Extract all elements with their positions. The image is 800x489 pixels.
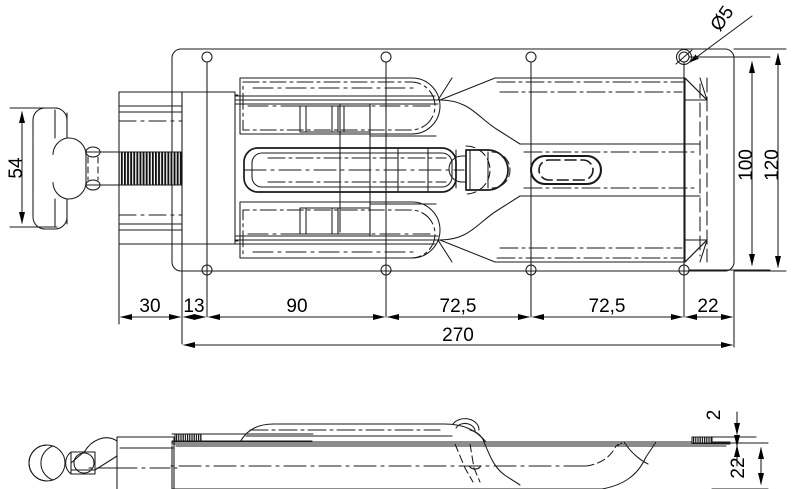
dim-label-2: 2 [704,410,725,421]
dim-label-120: 120 [762,149,783,181]
side-elevation [28,411,769,489]
extension-lines [118,61,735,348]
cross-pin [85,146,120,191]
dimension-100 [688,56,771,271]
dim-label-22-depth: 22 [728,457,749,478]
plate-outline [171,48,735,272]
dim-label-54: 54 [6,157,27,179]
latch-arm-assembly [234,77,708,263]
threaded-shaft [95,151,183,186]
dimension-120 [733,48,787,272]
dim-label-100: 100 [736,149,757,181]
dim-label-13: 13 [183,296,204,317]
dim-label-22-plate: 22 [697,296,718,317]
dimension-54 [9,107,58,228]
t-handle [32,107,87,230]
dim-label-72-5-a: 72,5 [440,296,477,317]
dim-label-270: 270 [442,325,474,346]
dim-label-30: 30 [139,296,160,317]
dim-label-90: 90 [286,296,307,317]
dim-label-72-5-b: 72,5 [589,296,626,317]
mounting-holes [201,51,690,276]
dim-label-dia5: Ø5 [707,2,739,35]
